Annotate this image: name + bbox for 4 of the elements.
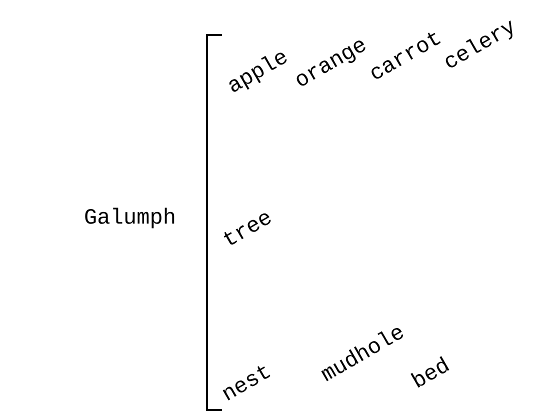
word: nest xyxy=(222,366,270,400)
word: tree xyxy=(224,213,271,245)
word: bed xyxy=(410,356,450,388)
heading-word: Galumph xyxy=(85,208,174,228)
